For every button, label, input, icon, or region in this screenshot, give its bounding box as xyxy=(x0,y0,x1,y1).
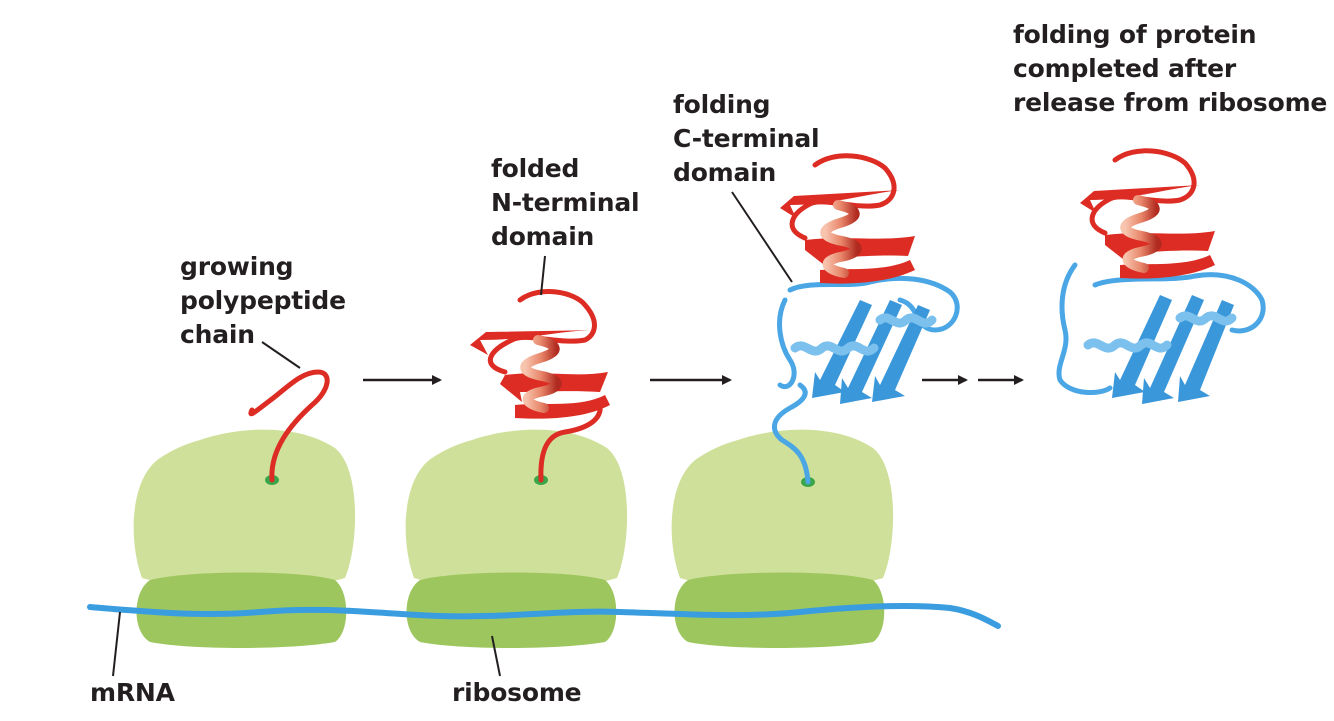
ribosome-2 xyxy=(405,429,628,648)
ribosome-large-subunit xyxy=(133,429,356,589)
leader-line-ribosome xyxy=(491,635,501,677)
label-folding-completed: folding of protein completed after relea… xyxy=(1013,20,1328,117)
ribosome-small-subunit xyxy=(406,572,617,648)
leader-line-c-terminal xyxy=(731,191,793,283)
ribosome-large-subunit xyxy=(405,429,628,589)
label-mrna: mRNA xyxy=(90,678,175,707)
leader-line-mrna xyxy=(112,611,121,677)
ribosome-small-subunit xyxy=(674,572,885,648)
label-growing-polypeptide-chain: growing polypeptide chain xyxy=(180,252,346,349)
chain-tail xyxy=(538,402,603,483)
chain-tail xyxy=(772,382,811,485)
label-ribosome: ribosome xyxy=(452,678,582,707)
completed-protein xyxy=(1056,148,1266,404)
mrna-strand xyxy=(87,602,1001,629)
ribosome-large-subunit xyxy=(671,429,894,589)
c-terminal-domain-folding xyxy=(772,153,960,485)
label-folded-n-terminal-domain: folded N-terminal domain xyxy=(491,154,640,251)
leader-line-growing-chain xyxy=(261,341,301,369)
ribosome-3 xyxy=(671,429,894,648)
n-terminal-domain-folded xyxy=(470,289,610,483)
leader-line-n-terminal xyxy=(540,255,546,296)
label-folding-c-terminal-domain: folding C-terminal domain xyxy=(673,90,820,187)
growing-polypeptide-chain xyxy=(248,369,330,483)
